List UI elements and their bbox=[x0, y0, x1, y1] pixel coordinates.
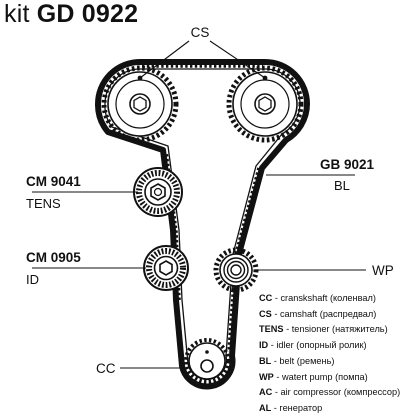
label-cc: CC bbox=[96, 361, 116, 376]
tensioner-pulley bbox=[133, 167, 183, 217]
legend-abbr: AL bbox=[259, 402, 272, 413]
tensioner-hex bbox=[150, 183, 166, 201]
legend-item-cs: CS - camshaft (распредвал) bbox=[259, 308, 377, 319]
legend-item-ac: AC - air compressor (компрессор) bbox=[259, 387, 401, 398]
water-pump-pulley bbox=[213, 247, 259, 293]
leader-lines bbox=[32, 40, 366, 369]
legend-item-cc: CC - cranskshaft (коленвал) bbox=[259, 293, 376, 303]
legend-item-id: ID - idler (опорный ролик) bbox=[259, 340, 367, 351]
legend-abbr: TENS bbox=[259, 324, 284, 335]
idler-knurl bbox=[146, 248, 186, 288]
legend-desc: camshaft (распредвал) bbox=[279, 308, 377, 319]
crankshaft-rim bbox=[188, 342, 226, 380]
tensioner-ring bbox=[144, 178, 172, 206]
legend-item-tens: TENS - tensioner (натяжитель) bbox=[259, 324, 388, 335]
sprocket-right-teeth bbox=[226, 65, 304, 143]
legend-item-wp: WP - watert pump (помпа) bbox=[259, 371, 368, 382]
sprocket-right-hub bbox=[254, 93, 276, 115]
crankshaft-teeth bbox=[184, 338, 230, 384]
legend-desc: tensioner (натяжитель) bbox=[291, 324, 388, 335]
legend-desc: idler (опорный ролик) bbox=[276, 340, 367, 351]
legend-abbr: CC bbox=[259, 293, 273, 303]
label-wp: WP bbox=[372, 263, 394, 278]
label-cm1-role: TENS bbox=[26, 196, 61, 211]
sprocket-left-rim bbox=[107, 71, 173, 137]
legend-desc: air compressor (компрессор) bbox=[280, 387, 401, 398]
legend: CC - cranskshaft (коленвал) CS - camshaf… bbox=[259, 291, 400, 417]
leader-cs-left bbox=[139, 40, 190, 79]
legend-abbr: WP bbox=[259, 371, 274, 382]
legend-desc: watert pump (помпа) bbox=[281, 371, 368, 382]
label-cs: CS bbox=[191, 25, 210, 40]
label-gb-code: GB 9021 bbox=[320, 157, 375, 172]
camshaft-sprocket-left bbox=[101, 65, 179, 143]
legend-desc: belt (ремень) bbox=[279, 355, 335, 366]
belt-path bbox=[94, 59, 310, 390]
water-pump-ring-2 bbox=[226, 260, 246, 280]
sprocket-left-hub bbox=[129, 93, 151, 115]
kit-code: GD 0922 bbox=[36, 0, 139, 28]
tensioner-knurl bbox=[136, 170, 180, 214]
sprocket-left-teeth bbox=[101, 65, 179, 143]
kit-prefix: kit bbox=[4, 0, 30, 28]
idler-hex bbox=[159, 260, 173, 276]
sprocket-right-rim bbox=[232, 71, 298, 137]
leader-cs-right bbox=[209, 40, 266, 79]
legend-abbr: AC bbox=[259, 387, 273, 398]
legend-abbr: ID bbox=[259, 340, 269, 351]
idler-ring bbox=[153, 255, 179, 281]
crankshaft-sprocket bbox=[184, 338, 230, 384]
crankshaft-hub bbox=[200, 359, 214, 373]
label-cm2-role: ID bbox=[26, 272, 39, 287]
camshaft-sprocket-right bbox=[226, 65, 304, 143]
legend-item-al: AL - генератор bbox=[259, 402, 323, 413]
water-pump-rim bbox=[219, 253, 253, 287]
water-pump-ring-3 bbox=[230, 264, 242, 276]
label-cm2-code: CM 0905 bbox=[26, 250, 81, 265]
label-gb-role: BL bbox=[334, 178, 350, 193]
tensioner-center bbox=[153, 187, 163, 197]
legend-abbr: BL bbox=[259, 355, 272, 366]
water-pump-ring-1 bbox=[223, 257, 249, 283]
crankshaft-dot bbox=[205, 350, 209, 354]
label-cm1-code: CM 9041 bbox=[26, 174, 81, 189]
sprocket-right-hex bbox=[258, 96, 272, 112]
legend-desc: генератор bbox=[279, 402, 323, 413]
legend-desc: cranskshaft (коленвал) bbox=[280, 293, 376, 303]
idler-pulley bbox=[143, 245, 189, 291]
sprocket-left-hex bbox=[133, 96, 147, 112]
belt-teeth-right bbox=[227, 167, 261, 353]
kit-title: kit GD 0922 bbox=[4, 0, 138, 30]
legend-abbr: CS bbox=[259, 308, 272, 319]
legend-item-bl: BL - belt (ремень) bbox=[259, 355, 335, 366]
